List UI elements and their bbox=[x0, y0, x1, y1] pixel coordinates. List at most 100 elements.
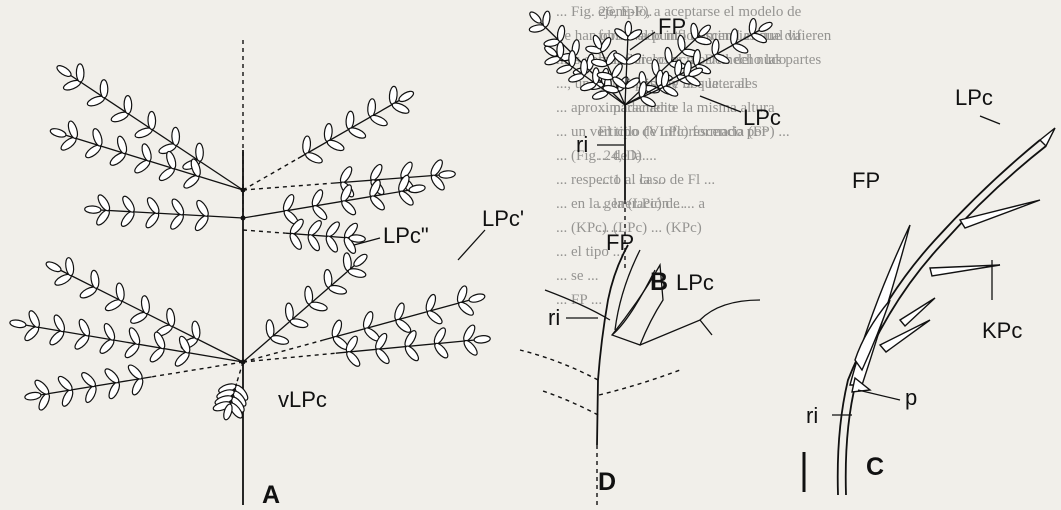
spikelet bbox=[581, 59, 588, 75]
panel-a-label-lpc-double-prime: LPc" bbox=[383, 223, 429, 248]
spikelet bbox=[285, 303, 294, 322]
spikelet bbox=[76, 64, 84, 82]
panel-d-label-lpc: LPc bbox=[676, 270, 714, 295]
branch-rachis bbox=[243, 190, 410, 218]
branch-dashed-segment bbox=[243, 230, 286, 233]
panel-c-stem-tip bbox=[1040, 128, 1055, 146]
background-text-line: ... 1 ... la ... bbox=[598, 172, 665, 188]
branch-rachis bbox=[625, 35, 628, 105]
spikelet bbox=[80, 371, 98, 389]
spikelet bbox=[542, 11, 551, 28]
background-text-line: ... se ... bbox=[556, 268, 599, 284]
spikelet bbox=[103, 367, 121, 385]
panel-d-main-stem bbox=[597, 245, 628, 445]
terminal-spikelet bbox=[49, 127, 67, 139]
panel-c-label-lpc: LPc bbox=[955, 85, 993, 110]
spikelet bbox=[374, 347, 391, 366]
background-text-line: ... la (LPc) de ... a bbox=[598, 196, 705, 212]
panel-d-dashed-branch-left bbox=[520, 350, 598, 380]
panel-c-blade-small bbox=[900, 298, 935, 326]
spikelet bbox=[119, 210, 136, 229]
panel-c-letter: C bbox=[866, 453, 884, 481]
leafy-branch bbox=[85, 193, 243, 232]
leafy-branch bbox=[55, 64, 243, 190]
terminal-spikelet bbox=[9, 319, 26, 329]
spikelet bbox=[433, 341, 450, 360]
panel-c-blade-upper bbox=[960, 200, 1040, 228]
spikelet bbox=[270, 334, 289, 346]
node-dot bbox=[241, 360, 246, 365]
spikelet bbox=[168, 212, 185, 231]
panel-c: C LPc FP KPc ri p bbox=[804, 85, 1055, 495]
spikelet bbox=[100, 80, 108, 98]
spikelet bbox=[569, 51, 576, 67]
panel-b-label-lpc: LPc bbox=[743, 105, 781, 130]
branch-rachis bbox=[243, 265, 355, 362]
branch-rachis bbox=[100, 210, 243, 218]
terminal-spikelet bbox=[55, 64, 72, 79]
spikelet bbox=[56, 374, 74, 392]
spikelet bbox=[311, 204, 329, 222]
spikelet bbox=[340, 199, 358, 217]
leafy-branch bbox=[243, 217, 366, 255]
panel-c-label-kpc: KPc bbox=[982, 318, 1022, 343]
panel-a-label-vlpc: vLPc bbox=[278, 387, 327, 412]
spikelet bbox=[124, 96, 132, 114]
spikelet bbox=[347, 267, 366, 279]
branch-rachis bbox=[60, 270, 243, 362]
panel-c-leader-p bbox=[858, 390, 900, 400]
panel-c-label-p: p bbox=[905, 385, 917, 410]
spikelet bbox=[304, 286, 313, 305]
leafy-branch bbox=[24, 362, 243, 412]
branch-dashed-segment bbox=[243, 183, 332, 190]
panel-c-blade-middle bbox=[930, 265, 1000, 276]
terminal-spikelet bbox=[85, 206, 102, 214]
background-text-line: ... de la ... bbox=[598, 148, 657, 164]
terminal-spikelet bbox=[24, 391, 41, 401]
panel-d-branch-far-right bbox=[700, 300, 760, 320]
spikelet bbox=[323, 269, 332, 288]
terminal-spikelet bbox=[45, 260, 63, 274]
branch-dashed-segment bbox=[237, 362, 244, 384]
background-text-line: ... FP ... bbox=[556, 292, 602, 308]
spikelet bbox=[148, 111, 156, 129]
spikelet bbox=[328, 284, 347, 296]
leafy-branch bbox=[212, 362, 250, 421]
spikelet bbox=[343, 253, 352, 272]
spikelet bbox=[348, 126, 368, 140]
terminal-spikelet bbox=[528, 10, 543, 25]
terminal-spikelet bbox=[397, 89, 415, 103]
background-text-line: ... paracladio bbox=[598, 100, 675, 116]
panel-d-branch-right bbox=[640, 320, 712, 345]
spikelet bbox=[265, 319, 274, 338]
terminal-spikelet bbox=[468, 292, 486, 303]
branch-dashed-segment bbox=[152, 362, 243, 377]
leafy-branch bbox=[9, 309, 243, 368]
spikelet bbox=[193, 214, 210, 233]
spikelet bbox=[345, 350, 362, 369]
spikelet bbox=[391, 101, 411, 115]
panel-a-letter: A bbox=[262, 481, 280, 509]
terminal-spikelet bbox=[625, 21, 632, 36]
terminal-spikelet bbox=[352, 252, 369, 268]
branch-dashed-segment bbox=[243, 159, 298, 191]
panel-d-dashed-branch-left-lower bbox=[540, 390, 598, 415]
branch-dashed-segment bbox=[243, 353, 336, 362]
panel-c-floret-inner bbox=[855, 300, 890, 370]
panel-a-label-lpc-prime: LPc' bbox=[482, 206, 524, 231]
panel-a-leader-lpc-prime bbox=[458, 230, 485, 260]
panel-d-label-ri: ri bbox=[548, 305, 560, 330]
panel-d-dashed-branch-right bbox=[599, 370, 680, 395]
spikelet bbox=[425, 309, 444, 326]
panel-a: A LPc" LPc' vLPc bbox=[9, 40, 524, 509]
terminal-spikelet bbox=[474, 335, 491, 344]
leafy-branch bbox=[45, 257, 243, 362]
panel-c-label-fp: FP bbox=[852, 168, 880, 193]
panel-c-leader-lpc bbox=[980, 116, 1000, 124]
terminal-spikelet bbox=[439, 170, 456, 178]
spikelet bbox=[126, 363, 144, 381]
panel-c-label-ri: ri bbox=[806, 403, 818, 428]
panel-b-label-ri: ri bbox=[576, 132, 588, 157]
